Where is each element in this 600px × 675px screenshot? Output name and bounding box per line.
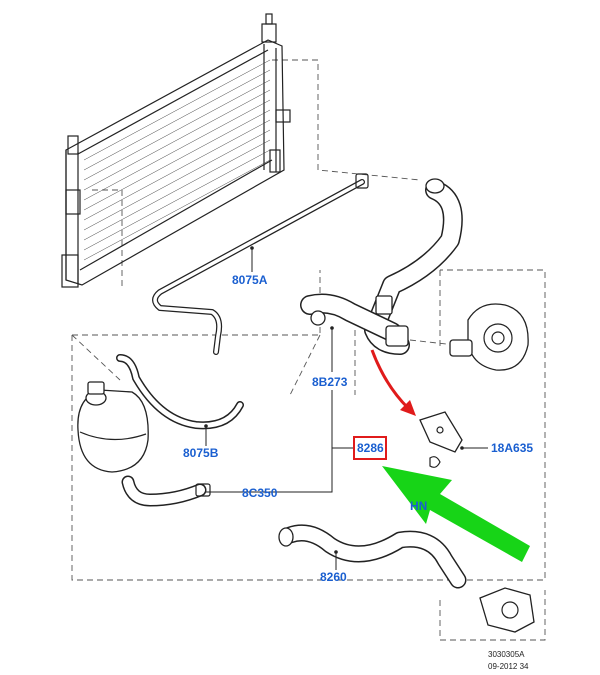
hose-8260 <box>278 524 467 589</box>
reference-date: 09-2012 34 <box>488 662 529 671</box>
highlight-box-8286 <box>353 436 387 460</box>
thermostat-housing <box>479 587 535 633</box>
label-18a635: 18A635 <box>491 441 533 455</box>
expansion-tank <box>77 381 149 473</box>
label-8260: 8260 <box>320 570 347 584</box>
hose-8075a <box>152 173 369 355</box>
label-8b273: 8B273 <box>312 375 348 389</box>
green-arrow <box>382 466 530 562</box>
phantom-lines <box>71 59 546 581</box>
radiator <box>61 13 291 288</box>
label-8286: 8286 <box>357 441 384 455</box>
label-hn: HN <box>410 499 427 513</box>
hose-8b273 <box>300 178 463 355</box>
label-8c350: 8C350 <box>242 486 278 500</box>
label-8075a: 8075A <box>232 273 268 287</box>
water-pump <box>449 303 529 371</box>
leader-lines <box>204 246 488 570</box>
phantom-line-thermostat <box>439 590 546 641</box>
label-8075b: 8075B <box>183 446 219 460</box>
reference-code: 3030305A <box>488 650 525 659</box>
hose-8c350 <box>121 475 211 507</box>
bracket-18a635 <box>419 411 463 468</box>
red-arrow <box>370 349 416 416</box>
hose-8075b <box>116 354 244 430</box>
